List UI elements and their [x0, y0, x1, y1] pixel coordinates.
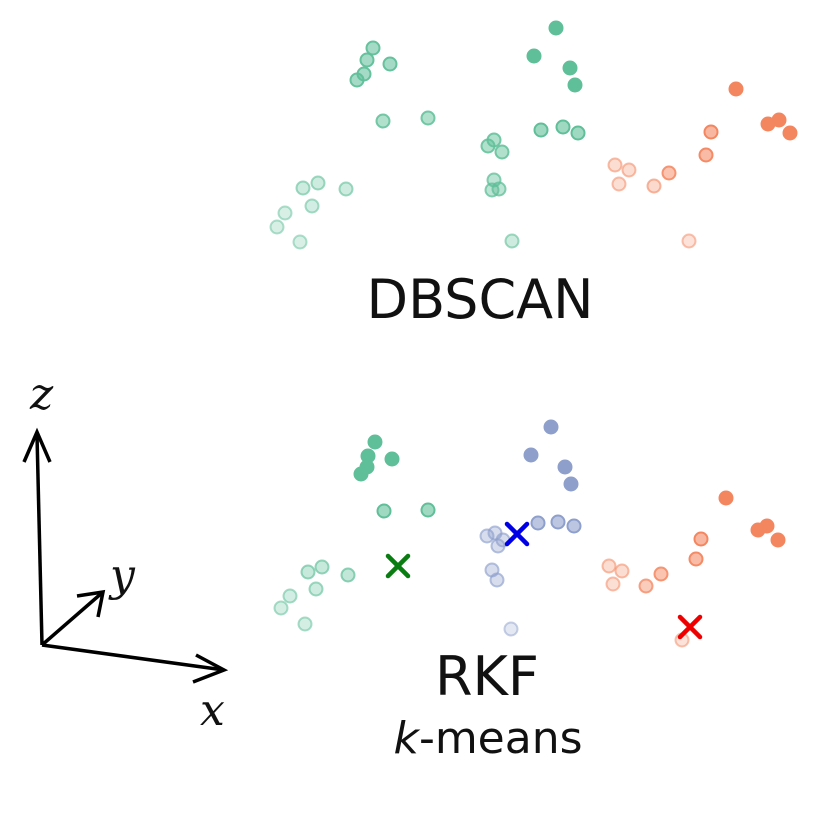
rkf-orange-point: [601, 558, 617, 574]
rkf-green-point: [420, 502, 436, 518]
rkf-orange-point: [693, 531, 709, 547]
dbscan-green-point: [484, 182, 500, 198]
dbscan-orange-point: [681, 233, 697, 249]
dbscan-green-point: [504, 233, 520, 249]
rkf-orange-point: [718, 490, 734, 506]
z-axis-arrowhead: [22, 427, 52, 463]
kmeans-label-rest: -means: [419, 713, 583, 764]
dbscan-green-point: [269, 219, 285, 235]
rkf-blue-point: [489, 572, 505, 588]
rkf-green-point: [297, 616, 313, 632]
rkf-blue-point: [566, 518, 582, 534]
rkf-green-point: [273, 600, 289, 616]
rkf-blue-point: [523, 447, 539, 463]
rkf-orange-point: [638, 578, 654, 594]
dbscan-green-point: [533, 122, 549, 138]
dbscan-point-cloud: [269, 20, 798, 250]
rkf-green-point: [353, 466, 369, 482]
dbscan-green-point: [420, 110, 436, 126]
dbscan-orange-point: [782, 125, 798, 141]
dbscan-green-point: [277, 205, 293, 221]
rkf-green-point: [340, 567, 356, 583]
dbscan-orange-point: [771, 112, 787, 128]
dbscan-green-point: [295, 180, 311, 196]
x-axis-label: x: [200, 685, 225, 736]
rkf-orange-point: [759, 518, 775, 534]
kmeans-label-k: k: [393, 713, 420, 764]
rkf-blue-point: [530, 515, 546, 531]
dbscan-green-point: [349, 72, 365, 88]
rkf-blue-point: [550, 514, 566, 530]
dbscan-green-point: [555, 119, 571, 135]
rkf-green-point: [376, 503, 392, 519]
dbscan-green-point: [548, 20, 564, 36]
dbscan-green-point: [526, 48, 542, 64]
dbscan-green-point: [292, 234, 308, 250]
rkf-blue-point: [490, 538, 506, 554]
z-axis-line: [35, 434, 44, 646]
centroid-red-cross: [677, 614, 703, 640]
rkf-orange-point: [653, 566, 669, 582]
rkf-green-point: [282, 588, 298, 604]
dbscan-orange-point: [698, 147, 714, 163]
dbscan-label: DBSCAN: [367, 268, 594, 331]
centroid-markers: [385, 521, 703, 640]
axis-triad: z y x: [22, 369, 229, 736]
dbscan-orange-point: [646, 178, 662, 194]
rkf-blue-point: [563, 476, 579, 492]
dbscan-green-point: [494, 144, 510, 160]
z-axis-label: z: [29, 369, 54, 420]
dbscan-green-point: [359, 52, 375, 68]
dbscan-orange-point: [621, 162, 637, 178]
dbscan-green-point: [486, 132, 502, 148]
dbscan-green-point: [304, 198, 320, 214]
rkf-green-point: [308, 581, 324, 597]
dbscan-orange-point: [661, 165, 677, 181]
rkf-green-point: [314, 559, 330, 575]
rkf-orange-point: [614, 563, 630, 579]
rkf-blue-point: [479, 528, 495, 544]
dbscan-green-point: [375, 113, 391, 129]
dbscan-orange-point: [611, 176, 627, 192]
y-axis-line: [40, 590, 105, 647]
dbscan-orange-point: [703, 124, 719, 140]
kmeans-label: k-means: [393, 713, 582, 764]
rkf-blue-point: [557, 459, 573, 475]
rkf-blue-point: [543, 419, 559, 435]
dbscan-green-point: [310, 175, 326, 191]
rkf-orange-point: [605, 576, 621, 592]
dbscan-green-point: [338, 181, 354, 197]
y-axis-arrowhead: [76, 589, 106, 618]
x-axis-line: [41, 643, 225, 672]
dbscan-green-point: [570, 125, 586, 141]
rkf-orange-point: [688, 551, 704, 567]
dbscan-orange-point: [607, 157, 623, 173]
rkf-green-point: [367, 434, 383, 450]
rkf-green-point: [384, 451, 400, 467]
centroid-green-cross: [385, 553, 411, 579]
dbscan-orange-point: [728, 81, 744, 97]
x-axis-arrowhead: [192, 653, 229, 684]
rkf-label: RKF: [435, 645, 539, 708]
centroid-blue-cross: [504, 521, 530, 547]
dbscan-green-point: [567, 77, 583, 93]
dbscan-green-point: [382, 56, 398, 72]
dbscan-green-point: [365, 40, 381, 56]
rkf-blue-point: [503, 621, 519, 637]
rkf-point-cloud: [273, 419, 786, 648]
rkf-green-point: [300, 564, 316, 580]
rkf-orange-point: [770, 532, 786, 548]
dbscan-green-point: [562, 60, 578, 76]
y-axis-label: y: [108, 550, 136, 601]
